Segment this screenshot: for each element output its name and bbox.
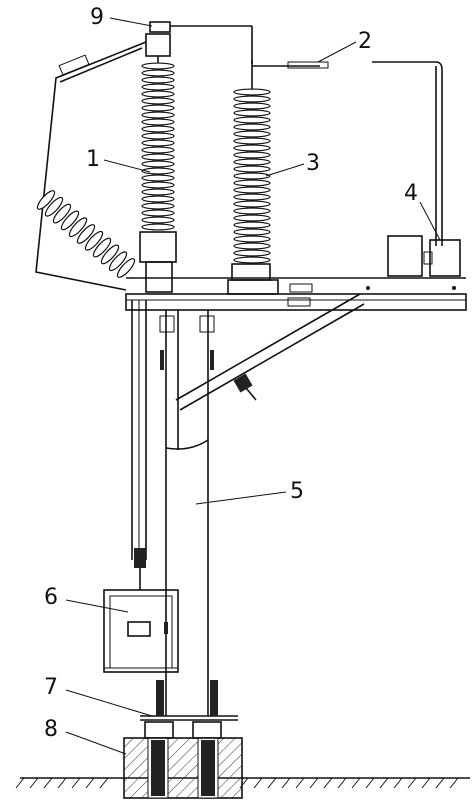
ground <box>15 777 470 789</box>
base-flange <box>140 680 238 721</box>
disconnect-arm <box>35 41 147 291</box>
label-1: 1 <box>86 147 100 172</box>
down-lead-conduit <box>131 300 147 590</box>
control-box <box>103 589 179 673</box>
label-6: 6 <box>44 585 58 610</box>
cross-arm <box>125 277 467 311</box>
label-7: 7 <box>44 675 58 700</box>
callout-labels: 9 2 1 3 4 5 6 7 8 <box>44 5 418 742</box>
top-fitting <box>149 21 253 64</box>
leader-lines <box>65 17 441 755</box>
surge-arrester <box>139 33 177 293</box>
lead-line <box>252 61 443 246</box>
label-5: 5 <box>290 479 304 504</box>
label-4: 4 <box>404 181 418 206</box>
voltage-transformer <box>231 60 271 281</box>
diagonal-brace <box>175 293 365 411</box>
support-column <box>159 310 215 716</box>
label-8: 8 <box>44 717 58 742</box>
label-2: 2 <box>358 29 372 54</box>
instrument-box <box>387 235 461 277</box>
label-9: 9 <box>90 5 104 30</box>
concrete-foundation <box>123 721 243 799</box>
label-3: 3 <box>306 151 320 176</box>
